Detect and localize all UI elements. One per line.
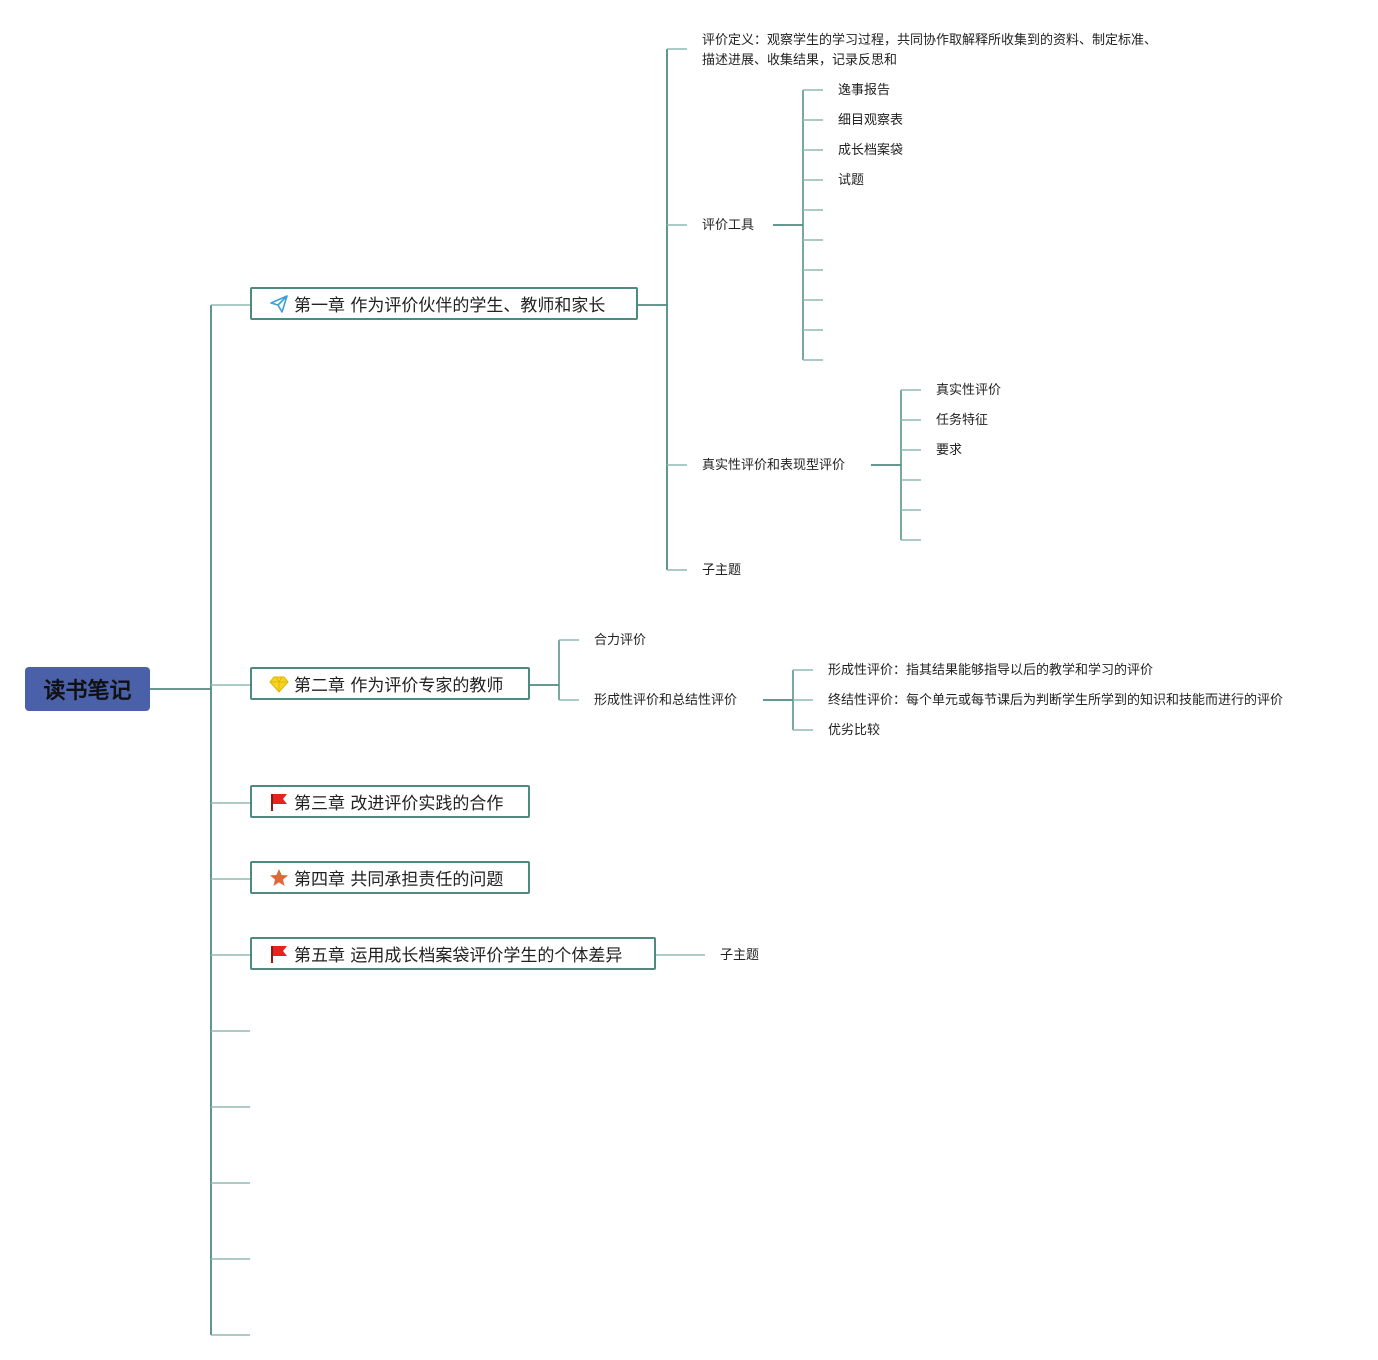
chapter-3-label: 第三章 改进评价实践的合作: [294, 794, 504, 814]
formative-summative-topic[interactable]: 形成性评价和总结性评价: [594, 693, 738, 708]
tool-item[interactable]: 成长档案袋: [838, 143, 904, 158]
tool-item[interactable]: 细目观察表: [838, 113, 904, 128]
chapter-4-label: 第四章 共同承担责任的问题: [294, 870, 504, 890]
tools-topic[interactable]: 评价工具: [702, 218, 755, 233]
root-topic[interactable]: 读书笔记: [25, 667, 150, 711]
subtopic-ch5[interactable]: 子主题: [720, 948, 760, 963]
diamond-icon: [268, 673, 290, 695]
authentic-item[interactable]: 任务特征: [936, 413, 989, 428]
chapter-2-label: 第二章 作为评价专家的教师: [294, 676, 504, 696]
definition-line-2[interactable]: 描述进展、收集结果，记录反思和: [702, 53, 898, 68]
tool-item[interactable]: 逸事报告: [838, 83, 891, 98]
joint-evaluation-topic[interactable]: 合力评价: [594, 633, 647, 648]
red-flag-icon: [268, 943, 290, 965]
formative-item[interactable]: 优劣比较: [828, 723, 881, 738]
subtopic-ch1[interactable]: 子主题: [702, 563, 742, 578]
chapter-2[interactable]: 第二章 作为评价专家的教师: [250, 667, 530, 700]
tool-item[interactable]: 试题: [838, 173, 865, 188]
chapter-1[interactable]: 第一章 作为评价伙伴的学生、教师和家长: [250, 287, 638, 320]
chapter-5-label: 第五章 运用成长档案袋评价学生的个体差异: [294, 946, 623, 966]
chapter-1-label: 第一章 作为评价伙伴的学生、教师和家长: [294, 296, 606, 316]
authentic-item[interactable]: 要求: [936, 443, 963, 458]
formative-item[interactable]: 终结性评价：每个单元或每节课后为判断学生所学到的知识和技能而进行的评价: [828, 693, 1284, 708]
chapter-4[interactable]: 第四章 共同承担责任的问题: [250, 861, 530, 894]
authentic-topic[interactable]: 真实性评价和表现型评价: [702, 458, 846, 473]
star-icon: [268, 867, 290, 889]
chapter-5[interactable]: 第五章 运用成长档案袋评价学生的个体差异: [250, 937, 656, 970]
red-flag-icon: [268, 791, 290, 813]
formative-item[interactable]: 形成性评价：指其结果能够指导以后的教学和学习的评价: [828, 663, 1154, 678]
root-label: 读书笔记: [43, 679, 132, 704]
paper-plane-icon: [268, 293, 290, 315]
authentic-item[interactable]: 真实性评价: [936, 383, 1002, 398]
chapter-3[interactable]: 第三章 改进评价实践的合作: [250, 785, 530, 818]
definition-line-1[interactable]: 评价定义：观察学生的学习过程，共同协作取解释所收集到的资料、制定标准、: [702, 33, 1158, 48]
